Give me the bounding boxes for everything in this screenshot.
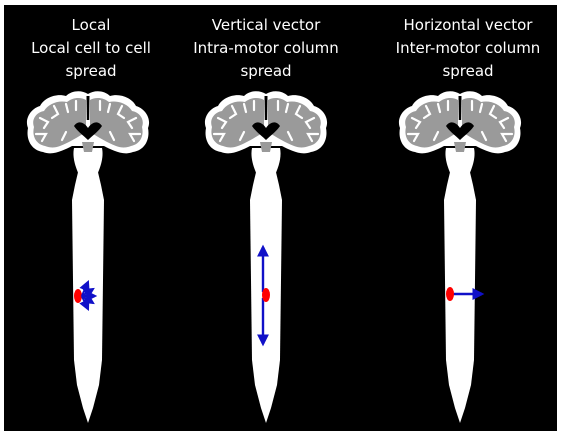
brain-spinal-cord-illustration bbox=[399, 91, 521, 423]
brain-spinal-cord-illustration bbox=[205, 91, 327, 423]
lesion-marker bbox=[262, 288, 270, 302]
brain-spinal-cord-illustration bbox=[27, 91, 149, 423]
lesion-marker bbox=[74, 289, 82, 303]
lesion-marker bbox=[446, 287, 454, 301]
panel-local-diagram bbox=[27, 91, 149, 423]
panel-vertical-diagram bbox=[205, 91, 327, 423]
panel-horizontal-diagram bbox=[399, 91, 521, 423]
